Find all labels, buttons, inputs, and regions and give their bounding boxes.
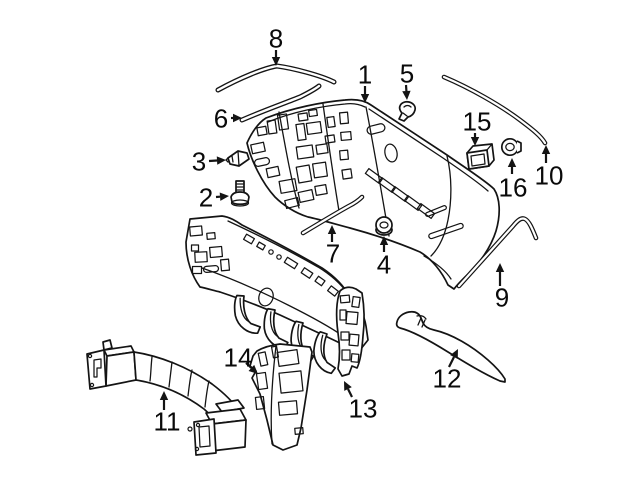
callout-label-9: 9	[495, 282, 509, 312]
callout-arrow-head	[271, 57, 281, 66]
callout-arrow-head	[159, 391, 169, 400]
callout-11: 11	[154, 391, 181, 436]
callout-arrow-head	[219, 192, 229, 201]
callout-label-3: 3	[192, 146, 206, 176]
part-7-molding-strip	[300, 194, 365, 236]
callout-9: 9	[495, 263, 509, 312]
callout-label-5: 5	[400, 58, 414, 88]
part-2-bolt	[230, 180, 250, 207]
callout-arrow-head	[233, 113, 242, 123]
callout-5: 5	[400, 58, 414, 100]
callout-arrow-head	[450, 349, 458, 359]
callout-arrow-line	[347, 388, 353, 398]
part-16-grommet	[500, 137, 522, 157]
callout-label-6: 6	[214, 103, 228, 133]
callout-arrow-head	[360, 94, 370, 103]
part-8-molding-strip	[215, 63, 337, 93]
callout-arrow-line	[448, 356, 455, 368]
callout-arrow-head	[248, 364, 258, 374]
part-4-nut	[375, 216, 393, 236]
callout-6: 6	[214, 103, 242, 133]
callout-label-10: 10	[535, 160, 564, 190]
bumper-cover-cutouts	[250, 108, 464, 240]
part-14-side-bracket	[249, 343, 313, 451]
callout-label-15: 15	[463, 106, 492, 136]
callout-arrow-head	[327, 225, 337, 234]
callout-16: 16	[499, 158, 528, 202]
callout-arrow-head	[379, 236, 389, 245]
callout-10: 10	[535, 145, 564, 190]
part-9-molding-strip	[456, 216, 539, 289]
callout-12: 12	[433, 349, 462, 393]
callout-arrow-head	[495, 263, 505, 272]
callout-label-16: 16	[499, 172, 528, 202]
callout-arrow-line	[245, 362, 253, 369]
part-11-impact-bar	[86, 339, 247, 456]
callout-13: 13	[344, 381, 377, 423]
callout-15: 15	[463, 106, 492, 146]
callout-label-14: 14	[224, 342, 253, 372]
part-10-molding-strip	[441, 74, 548, 146]
part-1-bumper-cover	[246, 98, 500, 290]
callout-arrow-head	[507, 158, 517, 167]
callout-8: 8	[269, 23, 283, 66]
part-3-clip	[225, 150, 250, 167]
part-6-molding-strip	[239, 83, 322, 123]
callout-arrow-head	[470, 137, 480, 146]
callout-label-4: 4	[377, 249, 391, 279]
callout-label-11: 11	[154, 406, 181, 436]
callout-2: 2	[199, 182, 229, 212]
callout-label-7: 7	[326, 238, 340, 268]
part-5-clip	[398, 100, 417, 122]
part-15-bracket	[466, 143, 495, 170]
callout-14: 14	[224, 342, 258, 374]
callout-label-13: 13	[349, 393, 378, 423]
callout-arrow-head	[216, 156, 226, 165]
callout-label-12: 12	[433, 363, 462, 393]
callout-1: 1	[358, 59, 372, 103]
part-12-trim-strip	[395, 310, 506, 383]
callout-arrow-head	[402, 90, 411, 100]
callout-label-2: 2	[199, 182, 213, 212]
callout-7: 7	[326, 225, 340, 268]
callout-label-8: 8	[269, 23, 283, 53]
part-13-side-bracket	[335, 286, 365, 377]
callout-arrow-head	[541, 145, 551, 154]
callout-label-1: 1	[358, 59, 372, 89]
callout-4: 4	[377, 236, 391, 279]
callout-arrow-head	[344, 381, 352, 391]
callout-3: 3	[192, 146, 226, 176]
